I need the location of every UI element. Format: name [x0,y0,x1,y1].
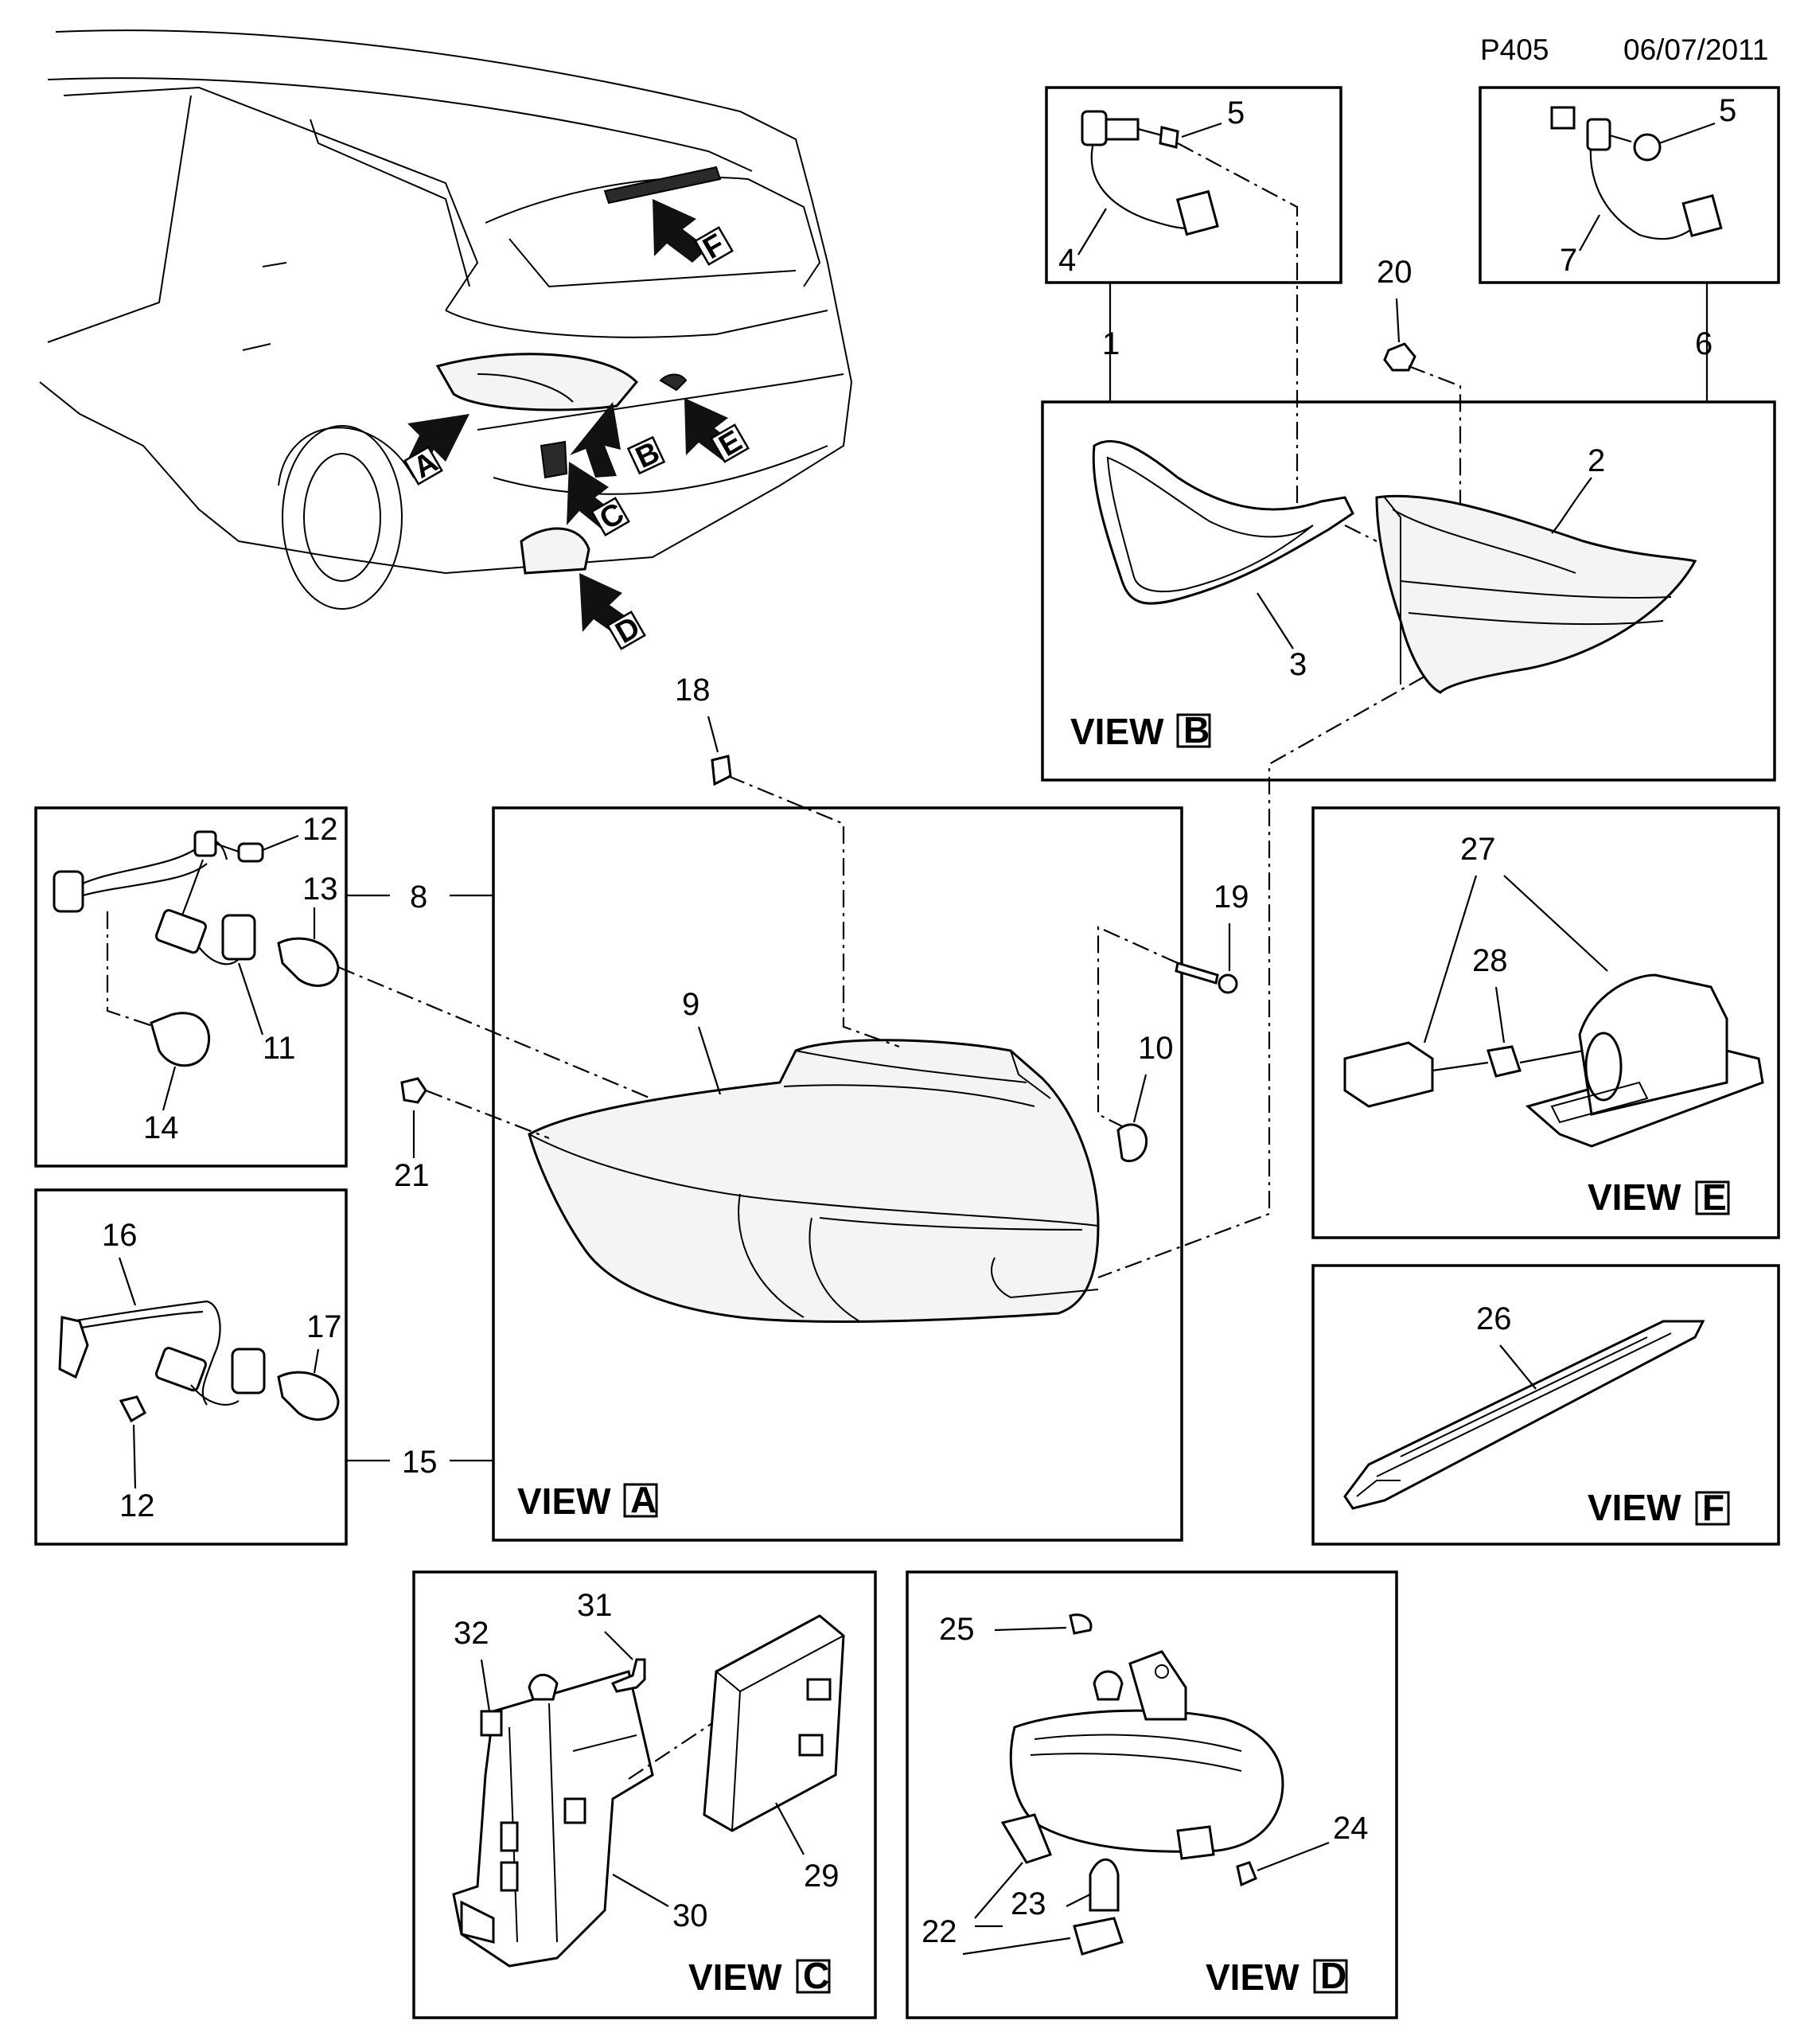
licence-lamp-drawing [1343,973,1764,1148]
callout-27: 27 [1460,832,1496,867]
harness-box-16 [34,1188,348,1546]
screw-19 [1175,962,1238,994]
callout-19: 19 [1214,880,1249,915]
view-e-letter: E [1702,1176,1727,1218]
cap-10 [1116,1123,1148,1163]
callout-10: 10 [1138,1031,1174,1066]
vehicle-overview [39,29,853,610]
nut-21 [400,1077,427,1104]
view-e-word: VIEW [1588,1176,1681,1218]
callout-1: 1 [1102,326,1120,361]
callout-30: 30 [672,1898,708,1933]
page-date: 06/07/2011 [1623,33,1768,66]
harness-4-drawing [1081,110,1219,236]
arrow-label-b: B [631,435,665,475]
callout-14: 14 [143,1110,179,1145]
callout-3: 3 [1289,647,1307,682]
callout-16: 16 [102,1218,138,1253]
callout-4: 4 [1058,243,1076,278]
view-d-panel [906,1570,1398,2019]
view-arrow-a: A [403,414,470,486]
callout-25: 25 [939,1612,975,1647]
callout-13: 13 [302,872,338,907]
view-d-word: VIEW [1206,1956,1300,1998]
view-f-panel [1311,1264,1780,1546]
callout-20: 20 [1377,255,1412,290]
view-f-word: VIEW [1588,1487,1681,1528]
view-d-letter: D [1320,1955,1346,1996]
callout-31: 31 [577,1588,613,1623]
view-c-word: VIEW [688,1956,782,1998]
callout-11: 11 [263,1031,296,1066]
fog-lamp-drawing [1000,1613,1284,1956]
callout-12-top: 12 [302,812,338,847]
callout-7: 7 [1560,243,1577,278]
callout-18: 18 [675,673,711,708]
callout-15: 15 [402,1445,438,1480]
clip-18 [711,755,732,786]
callout-5-left: 5 [1227,96,1245,131]
callout-8: 8 [410,880,427,915]
view-a-letter: A [630,1479,657,1520]
callout-28: 28 [1472,943,1508,978]
detail-box-harness-4 [1045,86,1342,284]
view-arrow-e: E [684,398,750,463]
view-c-panel [412,1570,877,2019]
view-b-word: VIEW [1070,711,1164,752]
harness-11-drawing [53,830,340,1067]
brake-light-26-drawing [1343,1320,1705,1510]
page-code: P405 [1480,33,1549,66]
callout-12-bottom: 12 [119,1488,155,1523]
view-f-letter: F [1702,1487,1724,1528]
screw-31 [610,1658,646,1693]
callout-26: 26 [1476,1301,1512,1336]
tail-lamp-9-drawing [528,1039,1100,1323]
harness-16-drawing [58,1300,340,1423]
detail-box-harness-7 [1479,86,1780,284]
harness-7-drawing [1550,106,1723,240]
view-a-word: VIEW [517,1480,611,1522]
harness-box-13 [34,806,348,1168]
view-arrow-d: D [579,573,646,650]
callout-29: 29 [804,1859,840,1894]
callout-5-right: 5 [1719,93,1736,128]
callout-6: 6 [1695,326,1713,361]
seal-3-drawing [1092,439,1354,605]
callout-21: 21 [394,1158,430,1193]
callout-2: 2 [1588,443,1605,478]
view-b-panel [1041,400,1776,782]
callout-24: 24 [1333,1811,1369,1846]
inner-lamp-2-drawing [1375,494,1697,694]
view-c-letter: C [803,1955,829,1996]
view-e-panel [1311,806,1780,1239]
callout-22: 22 [922,1914,957,1949]
module-bracket-30-drawing [452,1670,654,1968]
nut-20 [1383,342,1416,372]
callout-32: 32 [454,1616,489,1651]
callout-23: 23 [1011,1886,1046,1921]
view-b-letter: B [1183,709,1210,751]
callout-9: 9 [682,987,699,1022]
view-arrow-f: F [653,199,734,266]
callout-17: 17 [306,1309,342,1344]
control-module-29-drawing [703,1614,845,1832]
view-a-panel [492,806,1183,1542]
